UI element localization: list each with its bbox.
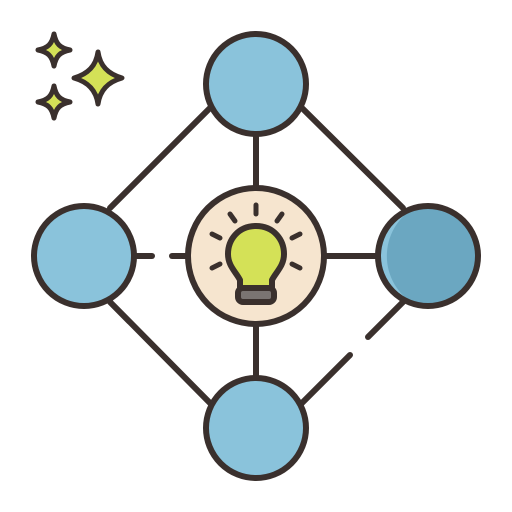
node-left (31, 203, 137, 309)
sparkle-icon-small-top (35, 31, 73, 69)
lightbulb-icon (225, 223, 287, 305)
node-top (203, 31, 309, 137)
connection-bottom-right-upper (365, 299, 406, 340)
network-nodes (31, 31, 481, 481)
connection-lines (107, 105, 406, 406)
node-bottom (203, 375, 309, 481)
connection-top-left (107, 105, 213, 211)
connection-bottom-right-lower (299, 352, 353, 406)
center-idea-node (185, 185, 327, 327)
sparkle-icons (35, 31, 125, 121)
connection-bottom-left (107, 299, 213, 406)
sparkle-icon-large (71, 49, 125, 107)
node-right (375, 203, 481, 309)
sparkle-icon-small-bottom (35, 83, 73, 121)
light-rays (209, 202, 303, 271)
connection-top-right (299, 105, 406, 211)
